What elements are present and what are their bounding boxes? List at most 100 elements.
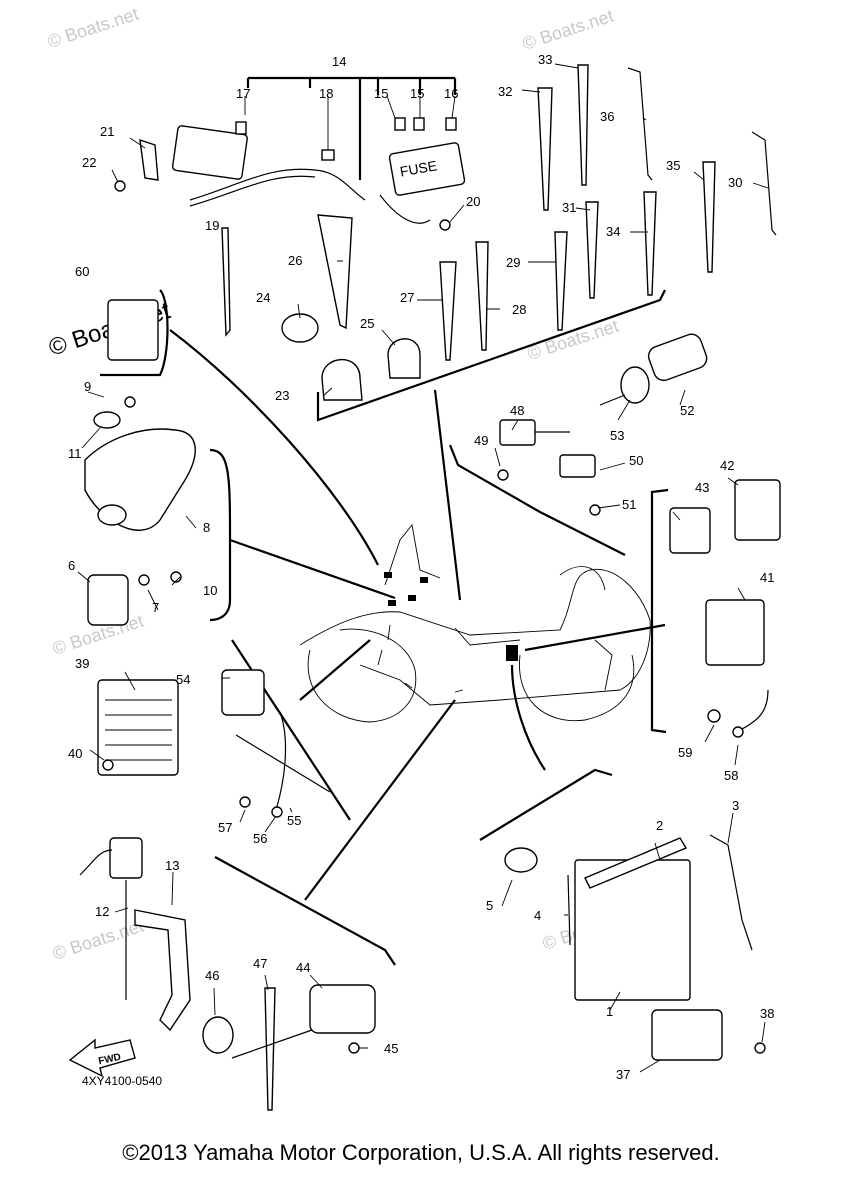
relay xyxy=(705,599,765,666)
cable-tie xyxy=(317,214,353,330)
sensor xyxy=(221,669,265,716)
callout-9: 9 xyxy=(84,379,91,394)
switch xyxy=(499,419,536,446)
grommet xyxy=(93,411,121,429)
fuse xyxy=(445,117,457,131)
callout-14: 14 xyxy=(332,54,346,69)
callout-34: 34 xyxy=(606,224,620,239)
callout-12: 12 xyxy=(95,904,109,919)
battery-group xyxy=(504,834,766,1061)
fuse xyxy=(235,121,247,135)
callout-59: 59 xyxy=(678,745,692,760)
callout-7: 7 xyxy=(152,600,159,615)
callout-15a: 15 xyxy=(374,86,388,101)
terminal xyxy=(271,806,283,818)
callout-54: 54 xyxy=(176,672,190,687)
bolt xyxy=(124,396,136,408)
callout-37: 37 xyxy=(616,1067,630,1082)
callout-46: 46 xyxy=(205,968,219,983)
screw xyxy=(497,469,509,481)
speed-sensor xyxy=(309,984,376,1034)
bolt xyxy=(754,1042,766,1054)
callout-35: 35 xyxy=(666,158,680,173)
callout-10: 10 xyxy=(203,583,217,598)
fwd-label: FWD xyxy=(97,1052,122,1067)
screw xyxy=(138,574,150,586)
watermark: © Boats.net xyxy=(520,6,616,54)
watermark: © Boats.net xyxy=(45,4,141,52)
bolt xyxy=(707,709,721,723)
lead-wire xyxy=(627,67,653,181)
callout-60: 60 xyxy=(75,264,89,279)
callout-21: 21 xyxy=(100,124,114,139)
callout-19: 19 xyxy=(205,218,219,233)
clamp xyxy=(321,358,363,401)
callout-44: 44 xyxy=(296,960,310,975)
callout-33: 33 xyxy=(538,52,552,67)
callout-8: 8 xyxy=(203,520,210,535)
rectifier-regulator xyxy=(97,679,179,776)
callout-48: 48 xyxy=(510,403,524,418)
nut xyxy=(170,571,182,583)
callout-25: 25 xyxy=(360,316,374,331)
callout-28: 28 xyxy=(512,302,526,317)
fwd-arrow xyxy=(68,1038,136,1078)
connector xyxy=(321,149,335,161)
callout-15b: 15 xyxy=(410,86,424,101)
bracket xyxy=(134,909,191,1032)
fuse-box xyxy=(388,142,466,196)
screw xyxy=(114,180,126,192)
clamp xyxy=(281,313,319,343)
rectifier-group xyxy=(97,669,331,818)
callout-22: 22 xyxy=(82,155,96,170)
callout-53: 53 xyxy=(610,428,624,443)
screw xyxy=(589,504,601,516)
callout-11: 11 xyxy=(68,446,82,461)
group-brackets xyxy=(100,76,669,966)
callout-41: 41 xyxy=(760,570,774,585)
copyright-notice: ©2013 Yamaha Motor Corporation, U.S.A. A… xyxy=(122,1140,720,1165)
callout-3: 3 xyxy=(732,798,739,813)
cable-tie xyxy=(554,231,568,331)
socket-switch-group xyxy=(497,333,708,516)
callout-40: 40 xyxy=(68,746,82,761)
relay-unit xyxy=(107,299,159,361)
relay xyxy=(734,479,781,541)
callout-52: 52 xyxy=(680,403,694,418)
battery-band xyxy=(584,837,688,889)
fuse xyxy=(413,117,425,131)
callout-6: 6 xyxy=(68,558,75,573)
cover-hole xyxy=(97,504,127,526)
relay xyxy=(669,507,711,554)
clamp xyxy=(387,338,421,379)
callout-55: 55 xyxy=(287,813,301,828)
battery-lead xyxy=(709,834,753,951)
callout-4: 4 xyxy=(534,908,541,923)
callout-31: 31 xyxy=(562,200,576,215)
callout-50: 50 xyxy=(629,453,643,468)
callout-26: 26 xyxy=(288,253,302,268)
callout-1: 1 xyxy=(606,1004,613,1019)
socket-ring xyxy=(620,366,650,404)
bracket xyxy=(139,138,159,181)
starter-relay xyxy=(651,1009,723,1061)
callout-36: 36 xyxy=(600,109,614,124)
cable-tie xyxy=(537,87,553,211)
relay-group xyxy=(669,479,781,738)
switch xyxy=(109,837,143,879)
cable-tie xyxy=(702,161,716,273)
switch xyxy=(559,454,596,478)
cable-tie xyxy=(643,191,657,296)
cable-tie xyxy=(221,227,231,337)
sidestand-group: FWD xyxy=(68,837,191,1078)
callout-18: 18 xyxy=(319,86,333,101)
callout-13: 13 xyxy=(165,858,179,873)
callout-42: 42 xyxy=(720,458,734,473)
callout-30: 30 xyxy=(728,175,742,190)
callout-56: 56 xyxy=(253,831,267,846)
battery-lead xyxy=(567,874,571,946)
callout-39: 39 xyxy=(75,656,89,671)
watermark: © Boats.net xyxy=(525,316,621,364)
callout-51: 51 xyxy=(622,497,636,512)
lead-wire xyxy=(751,131,777,236)
